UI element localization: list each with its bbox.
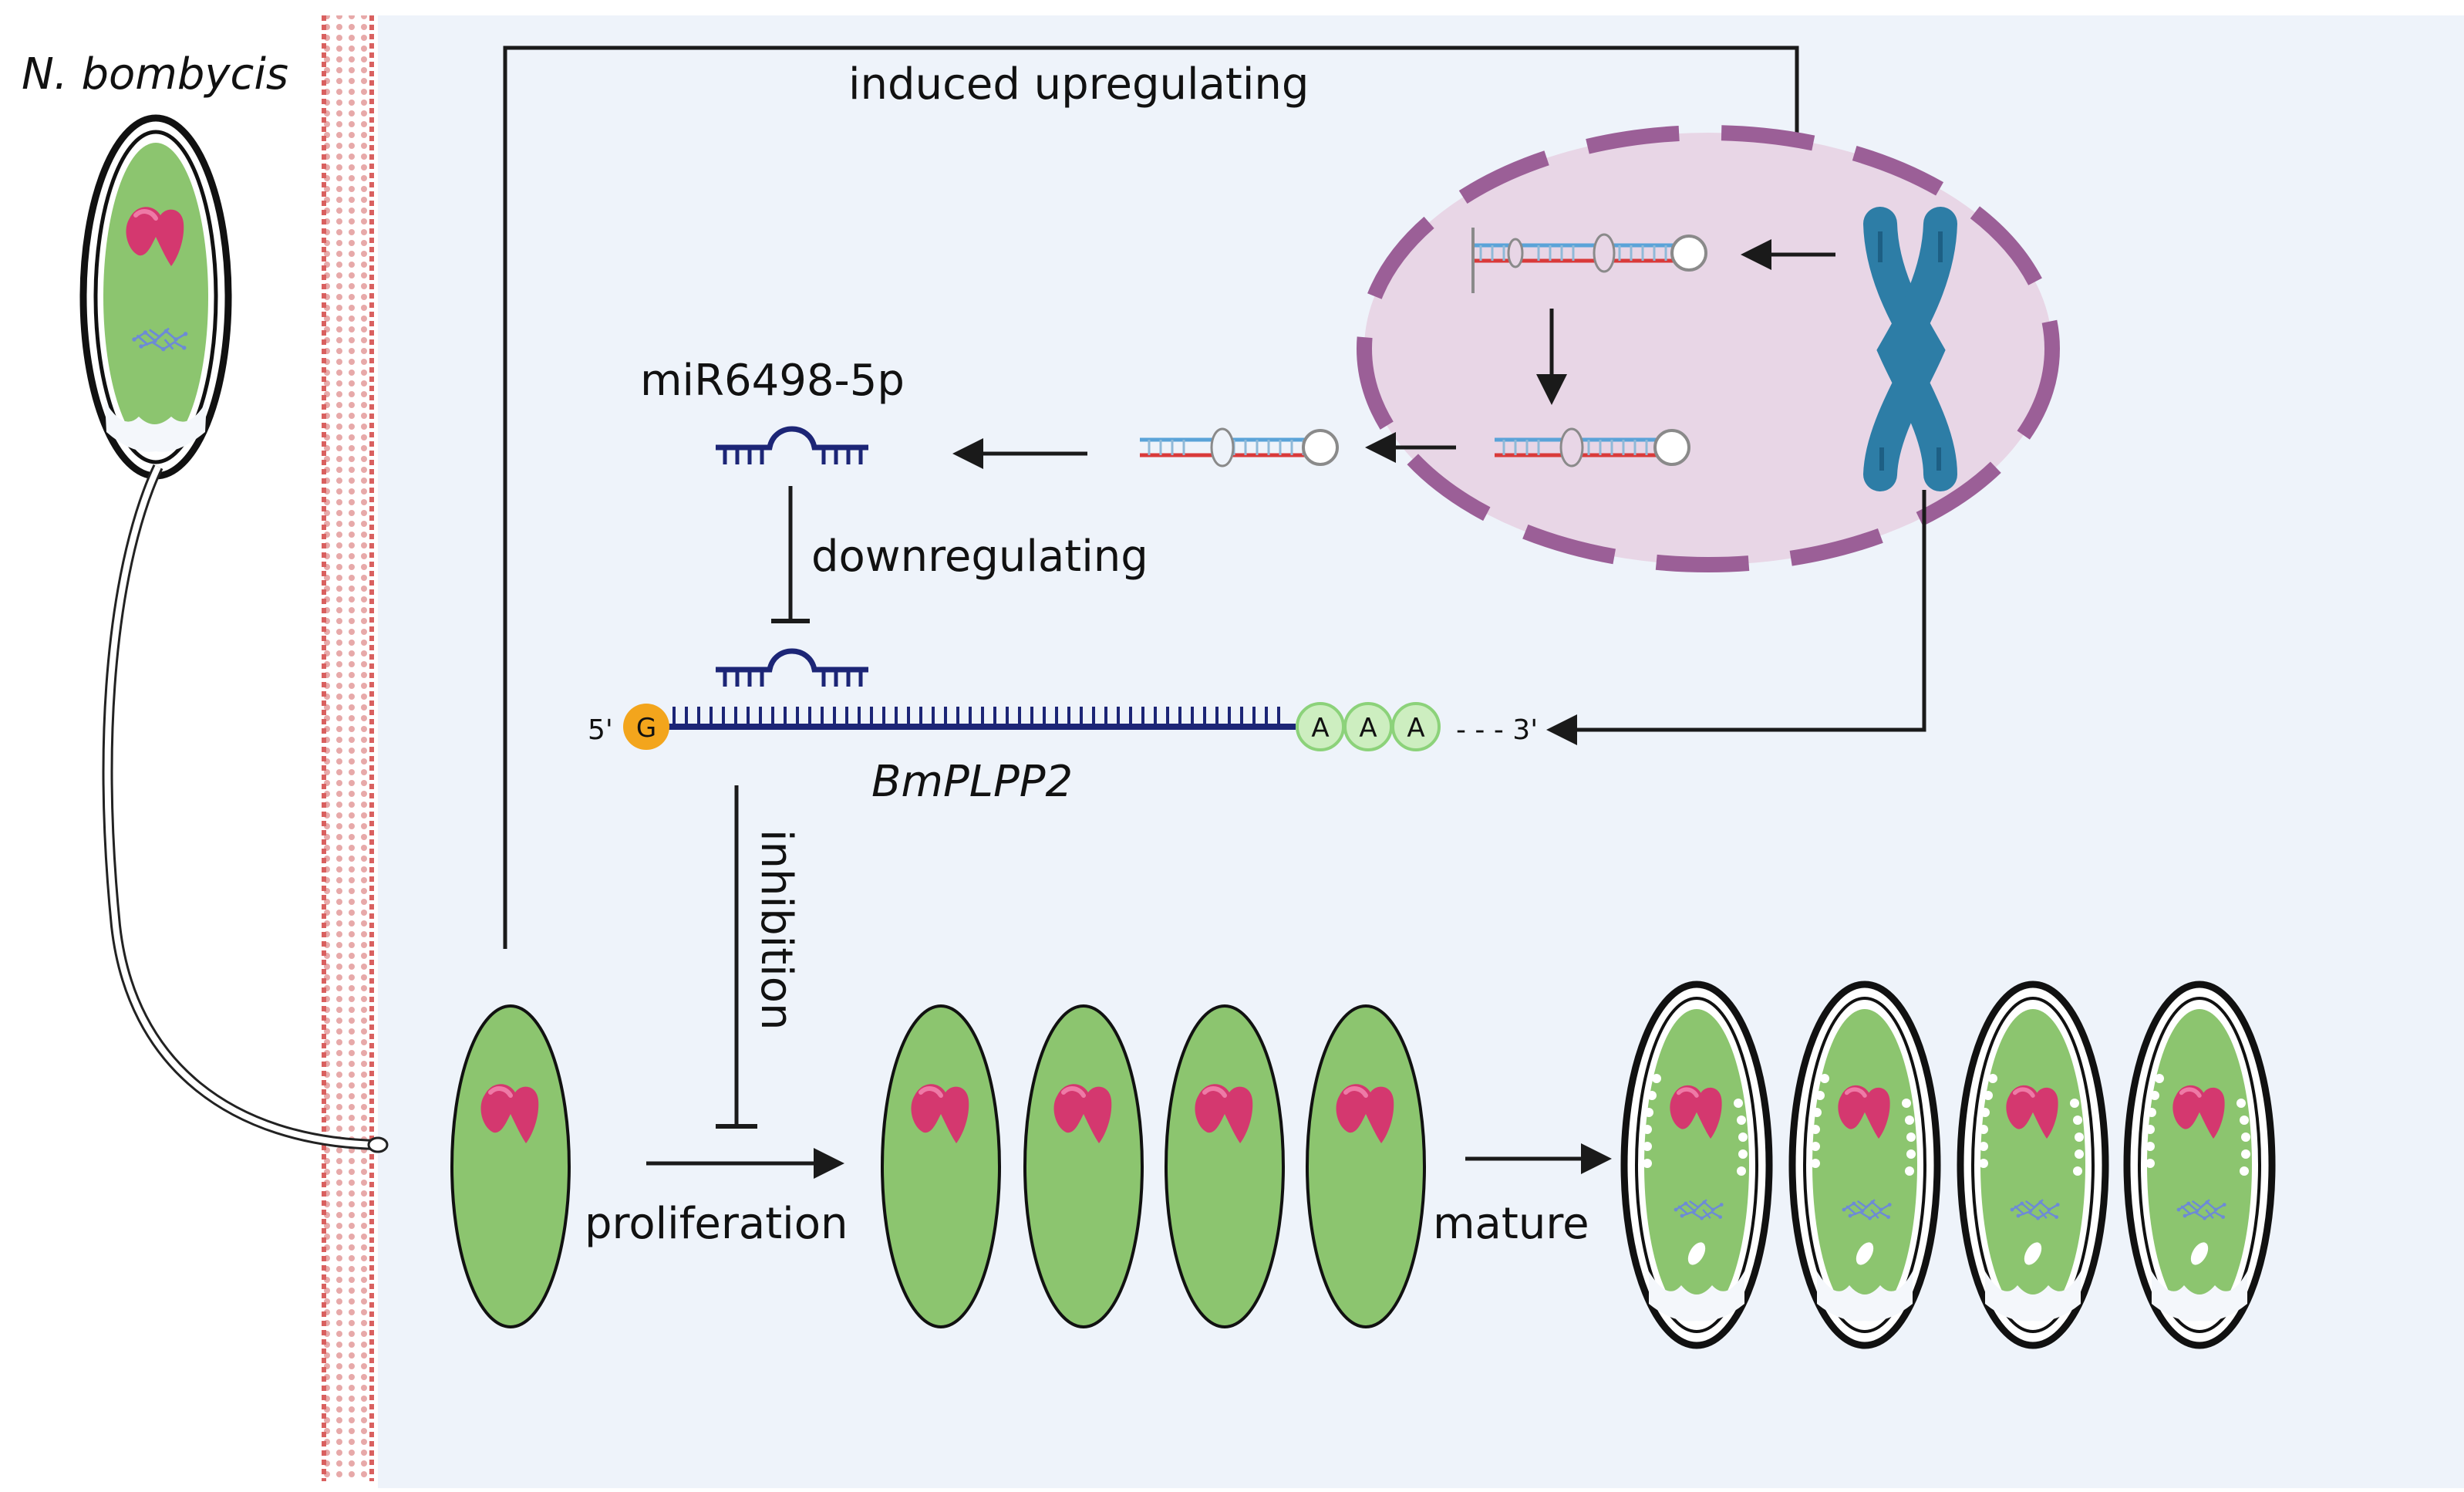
pri-mirna-icon — [1471, 228, 1707, 293]
nucleus-icon — [1357, 125, 2060, 572]
mirna-icon — [716, 426, 868, 464]
proliferation-label: proliferation — [585, 1199, 848, 1249]
polya-letter-1: A — [1311, 713, 1329, 744]
mature-spore-1 — [1620, 981, 1773, 1349]
organism-label: N. bombycis — [22, 49, 288, 100]
cytoplasmic-pre-mirna-icon — [1140, 427, 1339, 468]
mature-spores — [1620, 981, 2276, 1349]
transcription-arrow — [1546, 490, 1926, 745]
downregulating-bar — [771, 486, 810, 623]
downregulating-label: downregulating — [811, 532, 1148, 582]
mature-spore-4 — [2123, 981, 2276, 1349]
mirna-label: miR6498-5p — [640, 356, 905, 406]
cap-letter: G — [636, 713, 656, 744]
mature-spore-3 — [1957, 981, 2109, 1349]
meront-4 — [1306, 1004, 1426, 1328]
meront-icon — [450, 1004, 571, 1328]
spore-icon — [79, 114, 232, 480]
induced-upregulating-label: induced upregulating — [848, 59, 1309, 110]
bound-mirna-icon — [716, 648, 868, 687]
meront-3 — [1165, 1004, 1285, 1328]
three-prime-label: - - - 3' — [1456, 714, 1538, 746]
mature-spore-2 — [1788, 981, 1941, 1349]
mature-label: mature — [1433, 1199, 1589, 1249]
inhibition-bar — [716, 785, 757, 1129]
cell-membrane — [322, 15, 374, 1481]
polar-tube-icon — [102, 464, 389, 1153]
polya-letter-2: A — [1359, 713, 1377, 744]
pre-mirna-icon — [1495, 427, 1690, 468]
mrna-cap — [623, 704, 669, 750]
meront-1 — [881, 1004, 1001, 1328]
meront-2 — [1023, 1004, 1144, 1328]
inhibition-label: inhibition — [751, 829, 801, 1030]
proliferating-meronts — [881, 1004, 1426, 1328]
five-prime-label: 5' — [588, 714, 613, 746]
polya-a3 — [1391, 702, 1441, 751]
gene-label: BmPLPP2 — [871, 757, 1073, 807]
chromosome-icon — [1863, 207, 1957, 491]
mrna-icon — [623, 702, 1441, 751]
polya-letter-3: A — [1407, 713, 1424, 744]
